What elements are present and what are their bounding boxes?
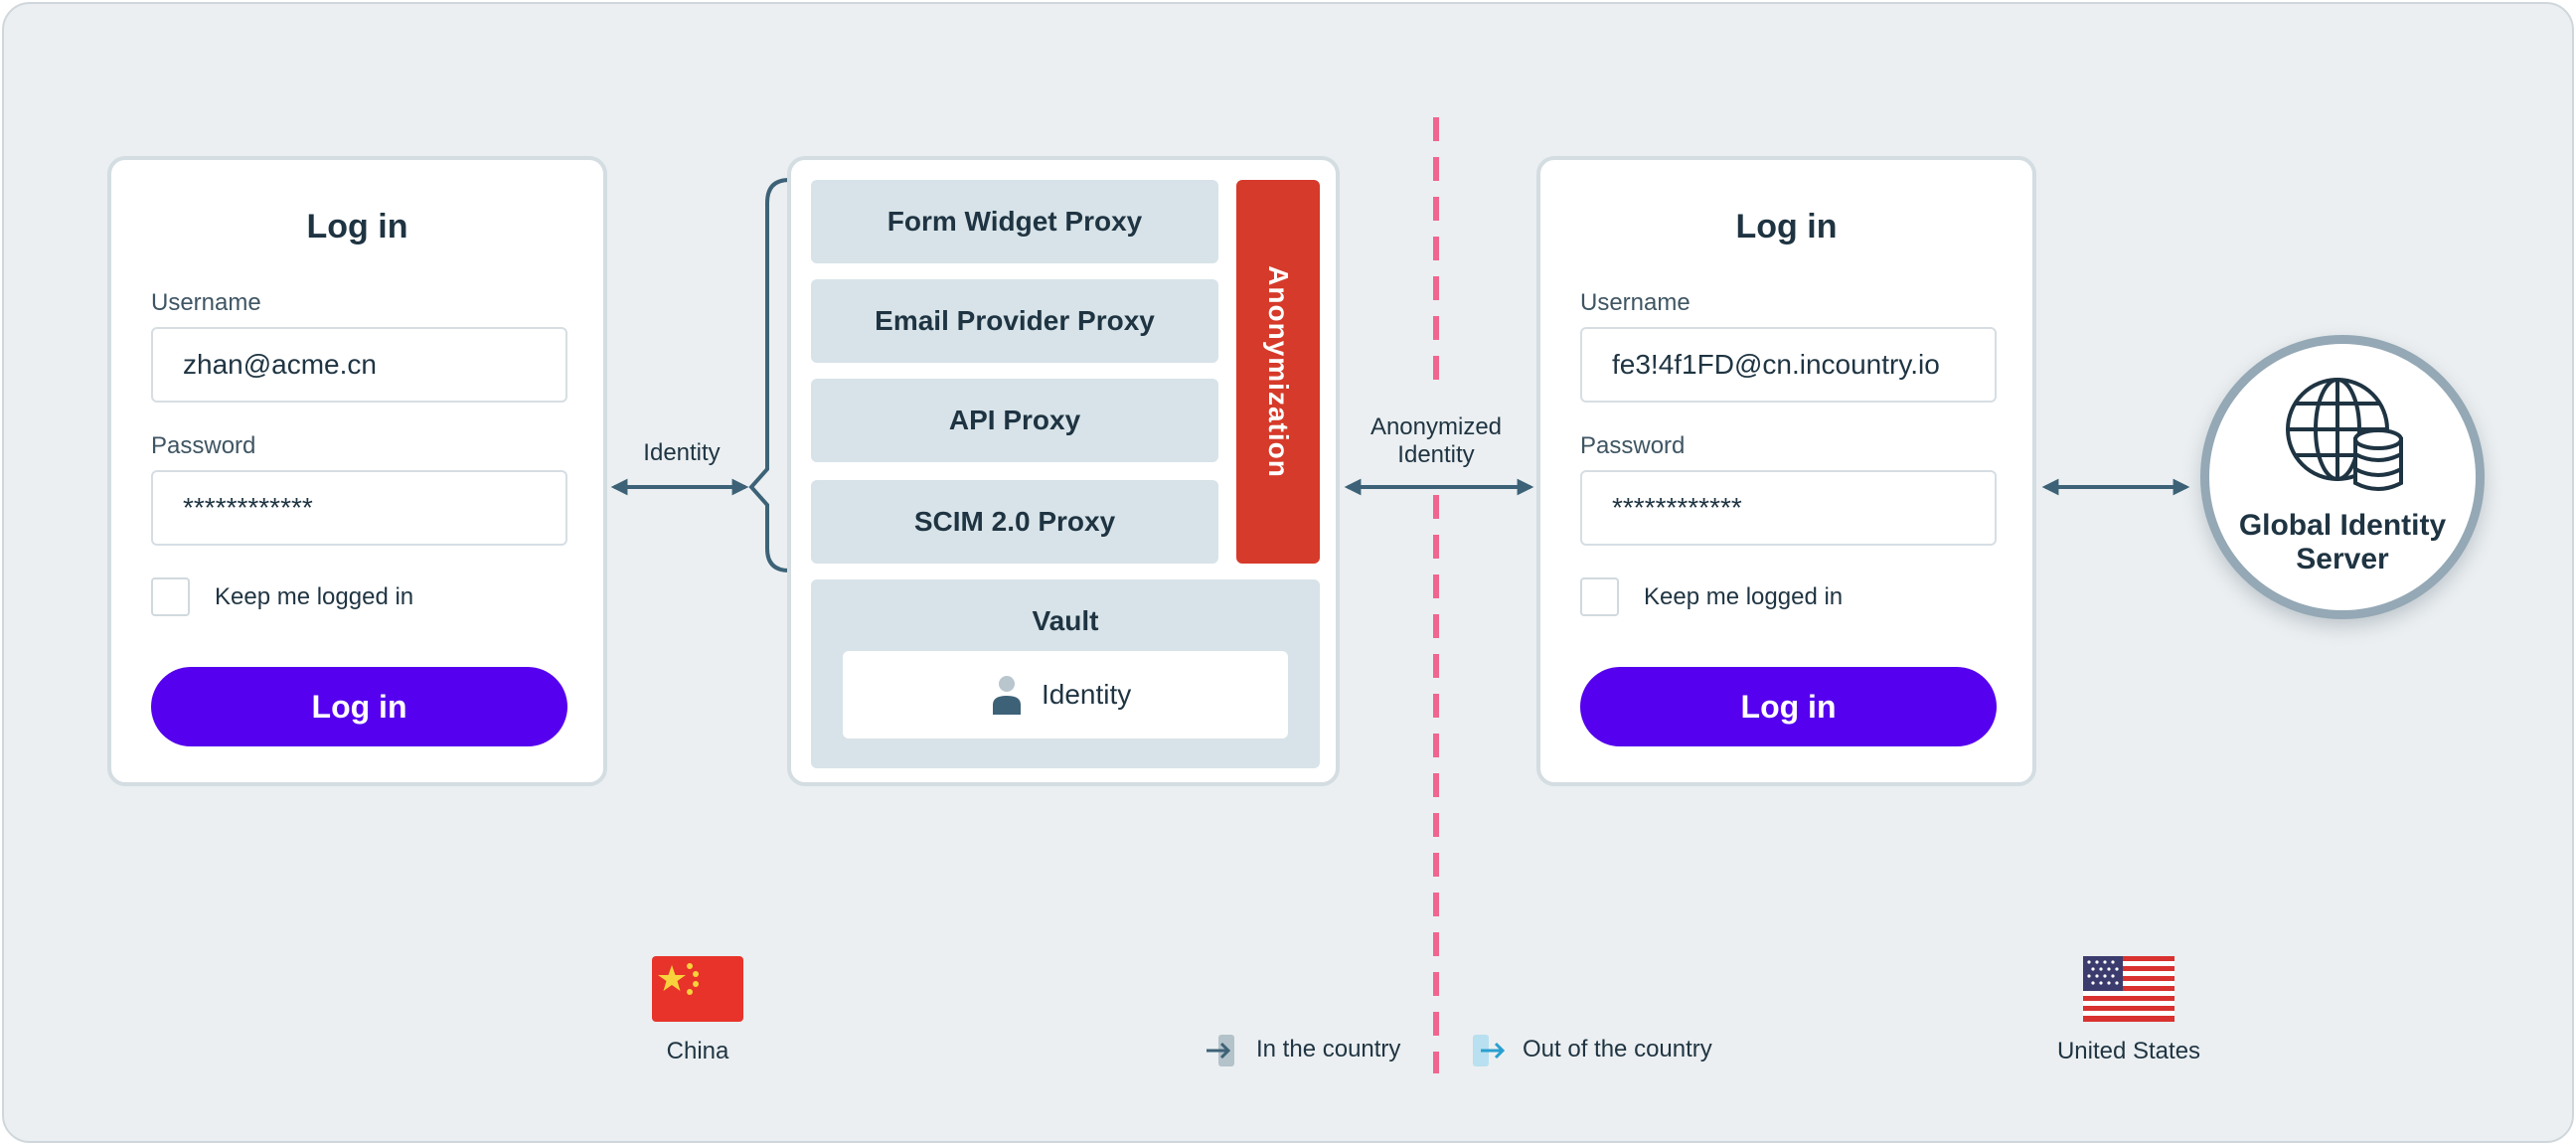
anonymization-bar: Anonymization bbox=[1236, 180, 1320, 564]
login-card-us: Log in Username fe3!4f1FD@cn.incountry.i… bbox=[1536, 156, 2036, 786]
password-label: Password bbox=[151, 432, 256, 459]
keep-logged-in-checkbox[interactable] bbox=[1580, 577, 1619, 616]
globe-database-icon bbox=[2286, 378, 2403, 491]
united-states-label: United States bbox=[2056, 1038, 2201, 1064]
server-label-line2: Server bbox=[2296, 543, 2389, 575]
us-flag-icon bbox=[2083, 956, 2174, 1022]
email-provider-proxy: Email Provider Proxy bbox=[811, 279, 1218, 363]
anonymized-identity-label: Anonymized Identity bbox=[1352, 413, 1521, 469]
out-of-country-icon bbox=[1473, 1035, 1506, 1066]
api-proxy: API Proxy bbox=[811, 379, 1218, 462]
login-card-china: Log in Username zhan@acme.cn Password **… bbox=[107, 156, 607, 786]
vault-identity-label: Identity bbox=[1042, 679, 1132, 710]
china-label: China bbox=[666, 1038, 729, 1064]
password-label: Password bbox=[1580, 432, 1686, 459]
anonymized-label-line2: Identity bbox=[1397, 441, 1475, 468]
username-input[interactable]: fe3!4f1FD@cn.incountry.io bbox=[1580, 327, 1997, 403]
keep-logged-in-checkbox[interactable] bbox=[151, 577, 190, 616]
username-label: Username bbox=[151, 289, 261, 316]
anonymized-label-line1: Anonymized bbox=[1369, 413, 1503, 440]
vault-title: Vault bbox=[1032, 605, 1099, 636]
login-button[interactable]: Log in bbox=[151, 667, 567, 746]
password-input[interactable]: ************ bbox=[1580, 470, 1997, 546]
password-input[interactable]: ************ bbox=[151, 470, 567, 546]
username-input[interactable]: zhan@acme.cn bbox=[151, 327, 567, 403]
vault: Vault Identity bbox=[811, 579, 1320, 768]
proxy-panel: Form Widget Proxy Email Provider Proxy A… bbox=[787, 156, 1340, 786]
username-label: Username bbox=[1580, 289, 1690, 316]
global-identity-server: Global Identity Server bbox=[2200, 335, 2485, 619]
login-title: Log in bbox=[306, 208, 408, 245]
keep-logged-in-label: Keep me logged in bbox=[215, 583, 414, 610]
out-of-country-label: Out of the country bbox=[1523, 1036, 1712, 1063]
server-label-line1: Global Identity bbox=[2238, 509, 2447, 542]
person-icon bbox=[993, 676, 1021, 715]
identity-edge-label: Identity bbox=[643, 439, 721, 466]
china-flag-icon bbox=[652, 956, 743, 1022]
vault-identity-box: Identity bbox=[843, 651, 1288, 738]
proxy-bracket bbox=[748, 178, 790, 572]
login-button[interactable]: Log in bbox=[1580, 667, 1997, 746]
connectors bbox=[610, 117, 2190, 1073]
login-title: Log in bbox=[1735, 208, 1838, 245]
in-country-icon bbox=[1207, 1035, 1234, 1066]
keep-logged-in-label: Keep me logged in bbox=[1644, 583, 1844, 610]
anonymization-label: Anonymization bbox=[1263, 265, 1294, 478]
server-label: Global Identity Server bbox=[2209, 509, 2476, 576]
in-country-label: In the country bbox=[1256, 1036, 1401, 1063]
form-widget-proxy: Form Widget Proxy bbox=[811, 180, 1218, 263]
scim-proxy: SCIM 2.0 Proxy bbox=[811, 480, 1218, 564]
